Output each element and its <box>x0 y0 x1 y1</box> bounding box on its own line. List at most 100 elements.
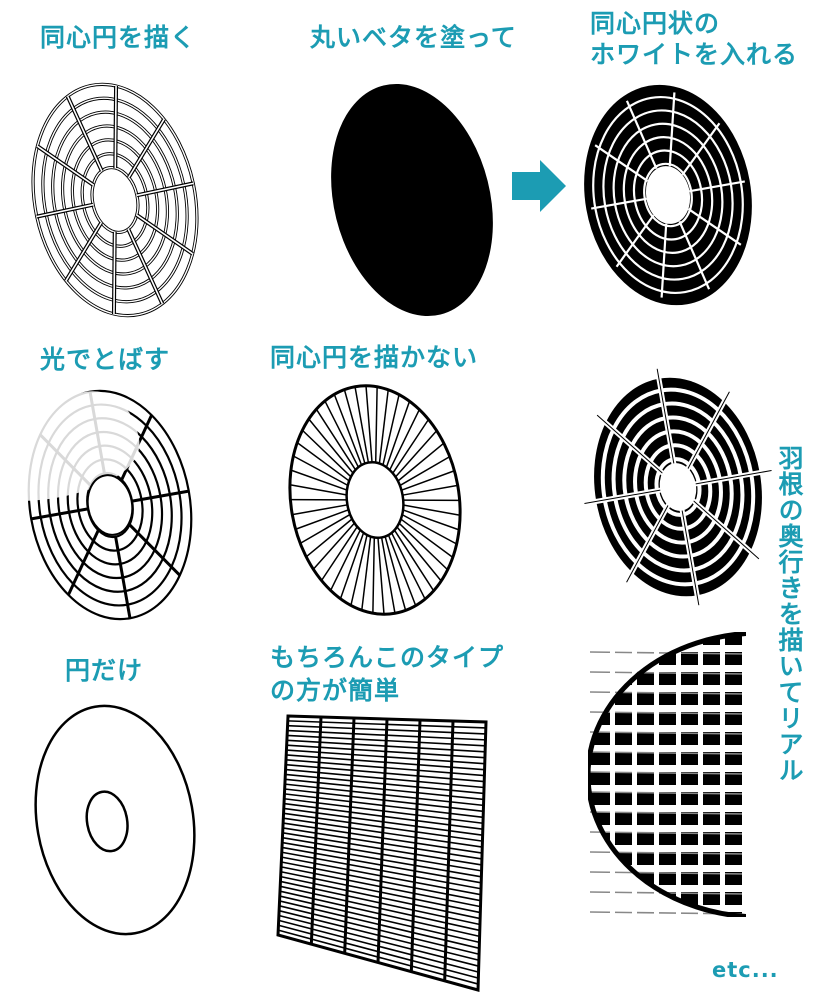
white-spoke <box>594 144 649 182</box>
grid-column <box>309 716 323 945</box>
spoke <box>400 518 454 558</box>
spoke <box>396 526 442 582</box>
spoke <box>289 484 348 496</box>
center-hole <box>645 166 691 224</box>
spoke-shade <box>685 493 760 560</box>
closeup-grille <box>588 632 746 917</box>
spoke <box>67 529 100 596</box>
highlight-area <box>17 391 140 501</box>
grid-slat <box>287 734 486 747</box>
spoke <box>400 470 455 492</box>
label-etc: etc... <box>712 958 779 982</box>
spoke <box>388 409 421 471</box>
spoke <box>387 534 417 606</box>
grid-column <box>409 719 422 972</box>
grid-column <box>343 717 356 954</box>
spoke <box>392 419 430 474</box>
spoke-inner <box>36 145 94 186</box>
spoke <box>385 401 411 468</box>
spoke <box>372 537 376 614</box>
white-spoke <box>615 214 655 268</box>
spoke <box>320 526 358 581</box>
grid-slat <box>282 827 483 860</box>
grid-slat <box>281 846 482 884</box>
spoke <box>296 442 350 482</box>
spoke <box>299 513 351 545</box>
spoke <box>401 513 457 545</box>
spoke <box>378 389 389 464</box>
spoke <box>382 394 400 466</box>
grid-slat <box>278 924 479 979</box>
spoke <box>293 455 349 487</box>
spoke <box>305 518 353 558</box>
label-highlight: 光でとばす <box>40 345 171 374</box>
white-rib <box>720 632 725 917</box>
grid-column <box>376 718 389 963</box>
grid-slat <box>283 817 483 848</box>
concentric-grille <box>31 82 199 318</box>
white-bar <box>590 905 746 912</box>
grid-column <box>443 720 455 981</box>
spoke <box>393 529 435 592</box>
white-bar <box>590 785 746 792</box>
spoke-inner <box>136 214 194 255</box>
label-no-concentric: 同心円を描かない <box>270 343 479 372</box>
grid-slat <box>280 870 481 914</box>
white-bar <box>590 745 746 752</box>
spoke-shade <box>679 498 700 606</box>
label-grid-line1: もちろんこのタイプ <box>270 643 505 672</box>
spoke <box>329 529 362 591</box>
label-fill-black: 丸いベタを塗って <box>310 23 517 52</box>
spoke <box>390 532 426 600</box>
highlight-grille <box>17 389 193 621</box>
spoke <box>295 508 350 530</box>
label-grid-line2: の方が簡単 <box>270 676 401 705</box>
white-spoke <box>678 220 711 290</box>
spoke <box>290 498 348 501</box>
spoke <box>402 499 460 502</box>
grid-slat <box>284 788 484 813</box>
spoke <box>128 523 181 577</box>
center-hole <box>659 463 697 511</box>
spoke-shade <box>626 496 674 583</box>
white-spoke <box>689 180 746 193</box>
grid-slat <box>287 720 486 729</box>
spoke-shade <box>687 470 772 486</box>
spoke <box>292 504 348 516</box>
spoke <box>361 536 372 611</box>
spoke-inner <box>128 118 165 178</box>
grid-slat <box>281 851 482 890</box>
spoke <box>402 504 461 516</box>
grid-slat <box>279 900 480 950</box>
spoke-inner <box>136 182 194 197</box>
white-bar <box>590 805 746 812</box>
grid-slat <box>285 759 485 777</box>
grid-slat <box>281 856 481 896</box>
spoke <box>365 385 373 463</box>
spoke <box>290 469 348 491</box>
spoke-inner <box>127 228 164 305</box>
white-spoke <box>590 197 647 210</box>
spokes-grille <box>288 384 462 616</box>
grid-slat <box>287 724 486 735</box>
grid-slat <box>279 895 480 944</box>
grid-slat <box>284 783 484 807</box>
spoke <box>30 507 89 521</box>
center-ring <box>86 474 134 536</box>
spoke-inner <box>36 203 94 218</box>
label-concentric: 同心円を描く <box>40 23 197 52</box>
spoke <box>402 484 458 496</box>
white-bar <box>590 725 746 732</box>
grid-slat <box>280 880 481 926</box>
white-rings-grille <box>581 82 755 308</box>
spoke <box>402 509 460 531</box>
grid-slat <box>286 754 485 771</box>
spoke <box>315 408 357 471</box>
spoke <box>374 386 378 463</box>
grid-slat <box>282 822 483 854</box>
spoke-inner <box>65 222 102 282</box>
spoke <box>397 442 445 482</box>
grid-slat <box>285 763 485 783</box>
white-bar <box>590 845 746 852</box>
